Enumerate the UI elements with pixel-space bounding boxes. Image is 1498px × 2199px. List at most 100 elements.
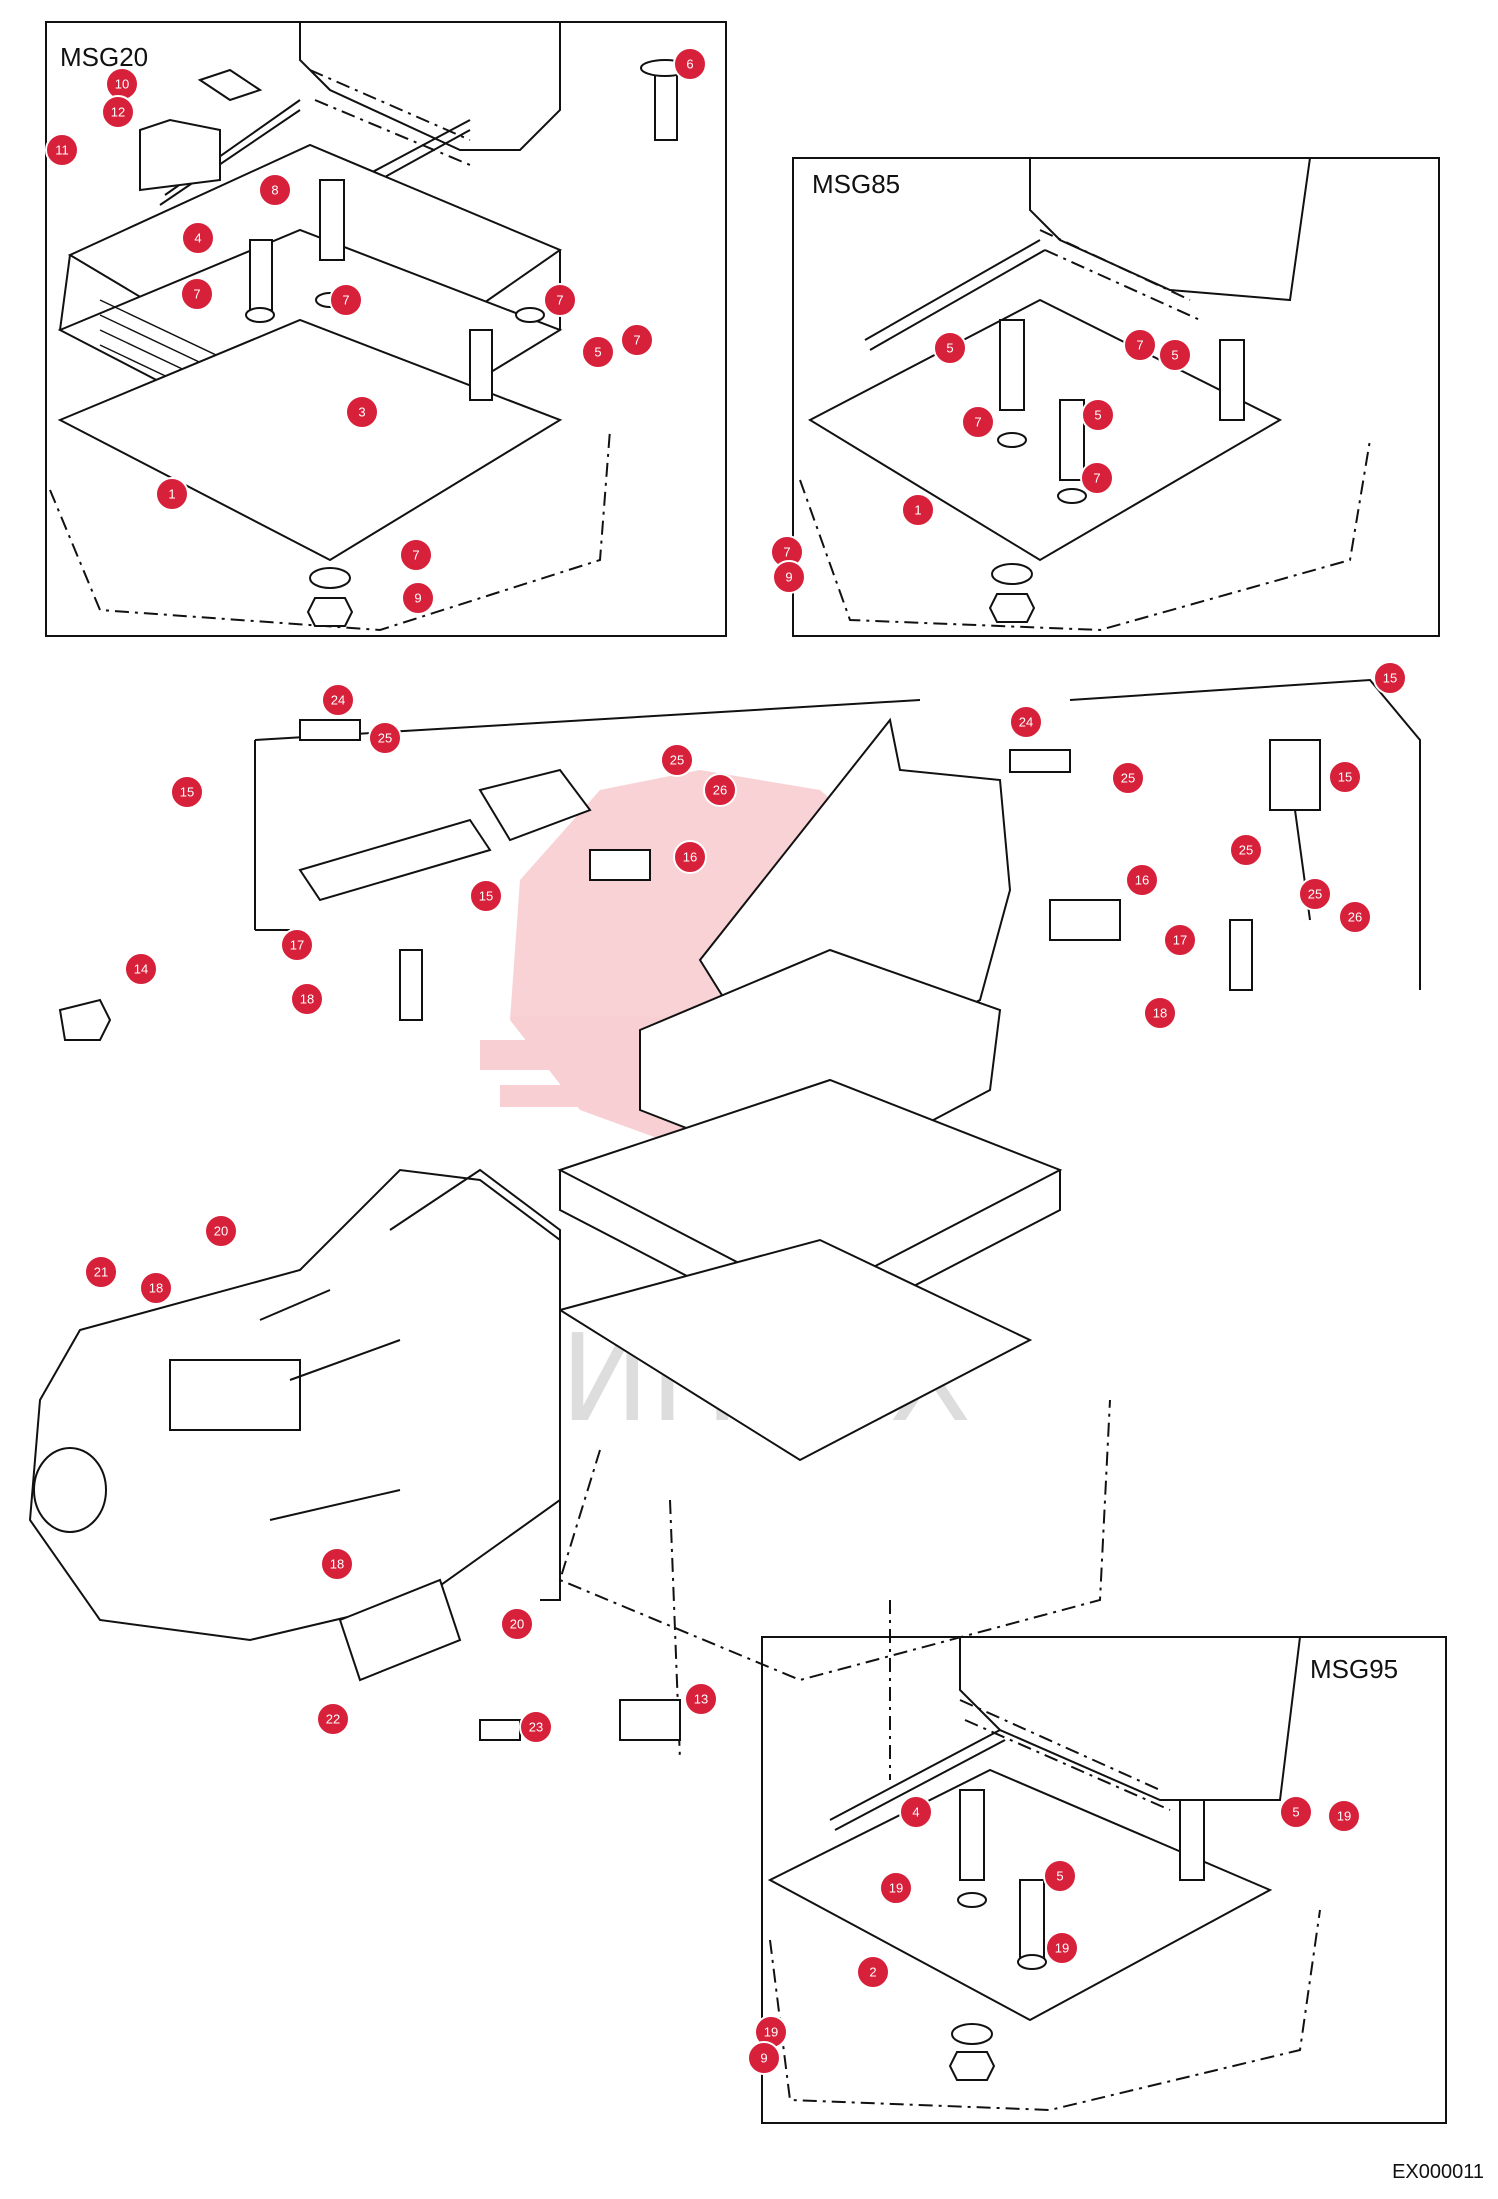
callout-number: 20 (214, 1224, 228, 1239)
msg20-assembly (49, 22, 690, 632)
callout-number: 19 (1055, 1941, 1069, 1956)
callout-number: 15 (1338, 770, 1352, 785)
callout-main-8: 25 (1111, 761, 1145, 795)
callout-msg20-4: 8 (258, 173, 292, 207)
callout-number: 1 (168, 487, 175, 502)
callout-number: 19 (889, 1881, 903, 1896)
callout-number: 5 (1171, 348, 1178, 363)
callout-main-14: 26 (1338, 900, 1372, 934)
main-assembly (28, 678, 1421, 1780)
callout-main-23: 18 (320, 1547, 354, 1581)
belt-bracket-right (1049, 899, 1121, 941)
callout-main-0: 24 (321, 683, 355, 717)
callout-main-18: 18 (290, 982, 324, 1016)
callout-number: 7 (412, 548, 419, 563)
callout-main-17: 17 (280, 928, 314, 962)
msg85-base-plate (807, 298, 1283, 562)
callout-number: 6 (686, 57, 693, 72)
callout-number: 7 (974, 415, 981, 430)
callout-msg20-11: 3 (345, 395, 379, 429)
callout-number: 22 (326, 1712, 340, 1727)
callout-msg95-0: 4 (899, 1795, 933, 1829)
callout-main-5: 26 (703, 773, 737, 807)
callout-number: 14 (134, 962, 148, 977)
callout-msg20-10: 7 (620, 323, 654, 357)
callout-number: 7 (1093, 471, 1100, 486)
callout-main-24: 20 (500, 1607, 534, 1641)
callout-number: 4 (912, 1805, 919, 1820)
callout-main-15: 17 (1163, 923, 1197, 957)
belt-buckle (1269, 739, 1321, 811)
callout-number: 25 (378, 731, 392, 746)
callout-main-3: 15 (1373, 661, 1407, 695)
callout-main-16: 14 (124, 952, 158, 986)
callout-msg20-14: 9 (401, 581, 435, 615)
callout-msg20-12: 1 (155, 477, 189, 511)
callout-msg20-9: 5 (581, 335, 615, 369)
callout-number: 10 (115, 77, 129, 92)
callout-number: 5 (1056, 1869, 1063, 1884)
callout-number: 20 (510, 1617, 524, 1632)
callout-number: 24 (1019, 715, 1033, 730)
panel-msg20-frame (45, 21, 727, 637)
callout-main-21: 21 (84, 1255, 118, 1289)
msg85-assembly (799, 157, 1371, 632)
callout-number: 19 (764, 2025, 778, 2040)
callout-msg85-2: 5 (1158, 338, 1192, 372)
callout-msg85-5: 7 (1080, 461, 1114, 495)
seat-backrest (698, 717, 1012, 1052)
callout-number: 25 (1308, 887, 1322, 902)
callout-number: 1 (914, 503, 921, 518)
callout-number: 16 (1135, 873, 1149, 888)
callout-main-20: 20 (204, 1214, 238, 1248)
callout-main-12: 16 (1125, 863, 1159, 897)
callout-msg20-8: 7 (543, 283, 577, 317)
callout-msg20-0: 10 (105, 67, 139, 101)
callout-number: 5 (594, 345, 601, 360)
callout-main-11: 25 (1229, 833, 1263, 867)
callout-number: 7 (633, 333, 640, 348)
panel-msg95-frame (761, 1636, 1447, 2124)
callout-number: 26 (713, 783, 727, 798)
callout-msg20-13: 7 (399, 538, 433, 572)
callout-main-7: 24 (1009, 705, 1043, 739)
callout-number: 25 (1239, 843, 1253, 858)
callout-main-6: 16 (673, 840, 707, 874)
callout-msg20-3: 6 (673, 47, 707, 81)
reference-code: EX000011 (1392, 2161, 1484, 2183)
callout-msg85-0: 5 (933, 331, 967, 365)
cap-part (58, 998, 112, 1041)
panel-msg85-label: MSG85 (812, 169, 900, 199)
callout-number: 24 (331, 693, 345, 708)
callout-number: 17 (1173, 933, 1187, 948)
callout-number: 26 (1348, 910, 1362, 925)
side-plate (338, 1578, 462, 1682)
callout-msg20-1: 12 (101, 95, 135, 129)
callout-main-2: 15 (170, 775, 204, 809)
callout-main-9: 15 (1328, 760, 1362, 794)
callout-number: 13 (694, 1692, 708, 1707)
callout-number: 15 (479, 889, 493, 904)
panel-msg95-label: MSG95 (1310, 1654, 1398, 1684)
callout-number: 21 (94, 1265, 108, 1280)
callout-number: 25 (670, 753, 684, 768)
callout-number: 18 (300, 992, 314, 1007)
callout-number: 3 (358, 405, 365, 420)
callout-main-27: 13 (684, 1682, 718, 1716)
callout-number: 4 (194, 231, 201, 246)
callout-msg85-8: 9 (772, 560, 806, 594)
callout-msg95-5: 19 (1045, 1931, 1079, 1965)
callout-number: 5 (1292, 1805, 1299, 1820)
panel-msg20-label: MSG20 (60, 42, 148, 72)
callout-number: 15 (1383, 671, 1397, 686)
callout-number: 7 (193, 287, 200, 302)
callout-number: 25 (1121, 771, 1135, 786)
callout-msg95-7: 19 (754, 2015, 788, 2049)
callout-main-19: 18 (1143, 996, 1177, 1030)
callout-number: 18 (1153, 1006, 1167, 1021)
callout-number: 12 (111, 105, 125, 120)
callout-number: 11 (55, 143, 69, 158)
callout-number: 7 (342, 293, 349, 308)
callout-msg95-3: 5 (1043, 1859, 1077, 1893)
callout-number: 7 (1136, 338, 1143, 353)
